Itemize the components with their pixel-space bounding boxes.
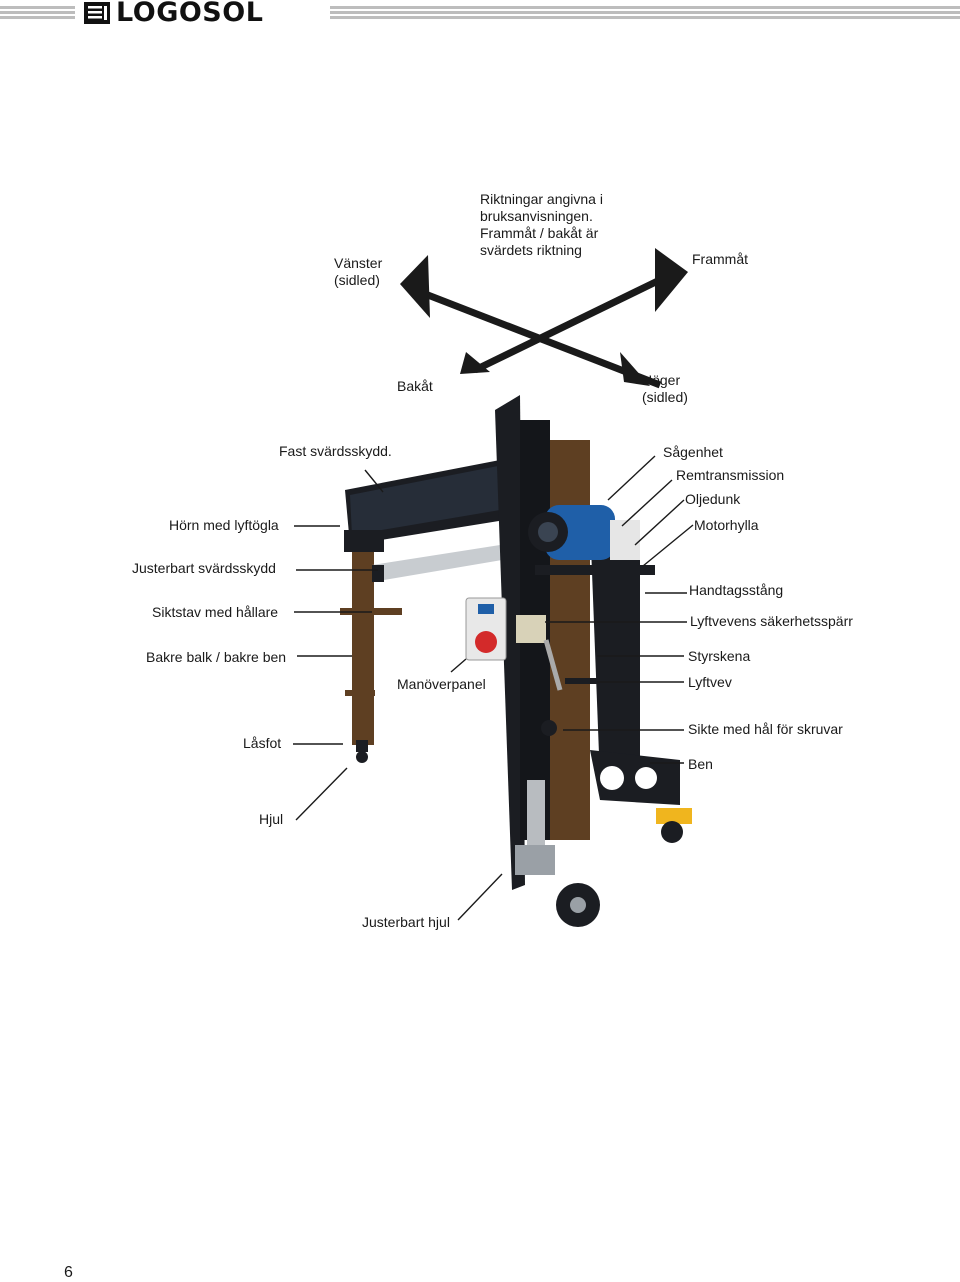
- main-frame: [550, 440, 590, 840]
- label-leg: Ben: [688, 756, 713, 772]
- guide-column: [495, 395, 525, 890]
- direction-arrows: [400, 248, 688, 389]
- header-bar: LOGOSOL: [0, 0, 960, 28]
- logo-text: LOGOSOL: [116, 0, 264, 28]
- arrow-left-icon: [400, 255, 430, 318]
- label-saw-unit: Sågenhet: [663, 444, 723, 460]
- logo-mark-icon: [84, 2, 110, 24]
- label-forward: Frammåt: [692, 251, 748, 267]
- label-guide-rail: Styrskena: [688, 648, 751, 664]
- label-fixed-guard: Fast svärdsskydd.: [279, 443, 392, 459]
- label-back: Bakåt: [397, 378, 433, 394]
- label-sight-holes: Sikte med hål för skruvar: [688, 721, 843, 737]
- label-sight-rod: Siktstav med hållare: [152, 604, 279, 620]
- label-motor-shelf: Motorhylla: [694, 517, 759, 533]
- header-stripes-left: [0, 6, 75, 24]
- label-corner-lifting-eye: Hörn med lyftögla: [169, 517, 279, 533]
- arrow-back-icon: [460, 352, 490, 374]
- arrow-forward-icon: [655, 248, 688, 312]
- arrow-shaft-back-forward: [473, 271, 672, 374]
- label-belt-transmission: Remtransmission: [676, 467, 785, 483]
- label-right-sideways: Höger (sidled): [642, 372, 688, 405]
- left-wheel: [356, 751, 368, 763]
- label-lift-crank: Lyftvev: [688, 674, 732, 690]
- left-post: [352, 545, 374, 745]
- label-control-panel: Manöverpanel: [397, 676, 486, 692]
- label-handle-bar: Handtagsstång: [689, 582, 784, 598]
- logo: LOGOSOL: [84, 0, 263, 26]
- label-adjustable-wheel: Justerbart hjul: [362, 914, 450, 930]
- header-stripes-right: [330, 6, 960, 24]
- label-crank-lock: Lyftvevens säkerhetsspärr: [690, 613, 853, 629]
- page-number: 6: [64, 1264, 73, 1281]
- sawmill-machine: [340, 395, 692, 927]
- label-lock-foot: Låsfot: [243, 735, 282, 751]
- leader-lines: [293, 455, 694, 921]
- leg-graphic: [590, 750, 680, 805]
- guide-bar: [372, 545, 502, 582]
- label-rear-beam: Bakre balk / bakre ben: [146, 649, 287, 665]
- label-left-sideways: Vänster (sidled): [334, 255, 383, 288]
- directions-note: Riktningar angivna i bruksanvisningen. F…: [480, 191, 603, 258]
- arrow-right-icon: [620, 352, 650, 386]
- label-oil-can: Oljedunk: [685, 491, 741, 507]
- right-wheel: [661, 821, 683, 843]
- label-adjustable-guard: Justerbart svärdsskydd: [132, 560, 276, 576]
- label-wheel: Hjul: [259, 811, 284, 827]
- motor-shelf-graphic: [535, 565, 655, 575]
